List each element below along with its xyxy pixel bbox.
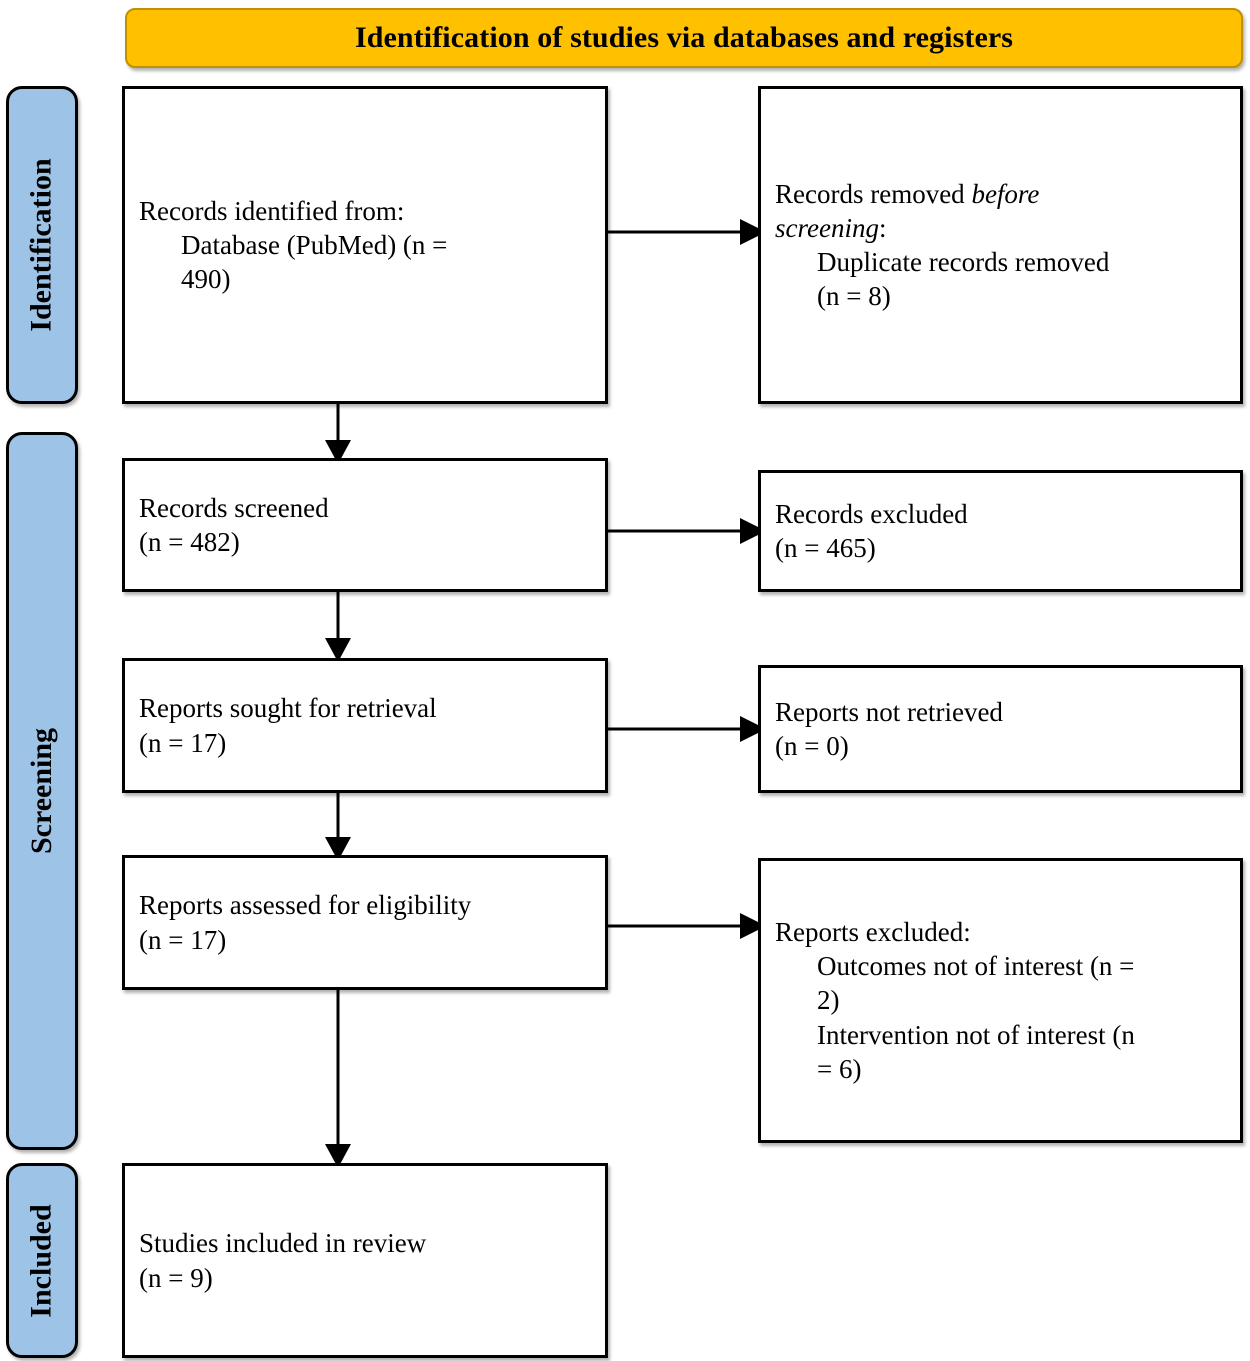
box-reports-excluded: Reports excluded: Outcomes not of intere… [758, 858, 1243, 1143]
records-removed-line2: screening: [775, 211, 1226, 245]
reports-assessed-line1: Reports assessed for eligibility [139, 890, 472, 921]
reports-excluded-line4: Intervention not of interest (n [817, 1019, 1135, 1050]
records-removed-line1: Records removed before [775, 177, 1226, 211]
arrow-screened-to-excluded-records [600, 515, 770, 547]
stage-label-identification: Identification [6, 86, 78, 404]
records-removed-line4: (n = 8) [817, 281, 891, 312]
reports-not-retrieved-line2: (n = 0) [775, 731, 849, 761]
stage-label-included-text: Included [25, 1203, 59, 1318]
arrow-assessed-to-excluded-reports [600, 910, 770, 942]
reports-not-retrieved-line1: Reports not retrieved [775, 696, 1003, 727]
arrow-identified-to-removed [600, 216, 770, 248]
stage-label-included: Included [6, 1163, 78, 1358]
arrow-sought-to-assessed [321, 787, 355, 863]
arrow-identified-to-screened [321, 396, 355, 466]
box-studies-included: Studies included in review (n = 9) [122, 1163, 608, 1358]
box-records-screened: Records screened (n = 482) [122, 458, 608, 592]
records-screened-line2: (n = 482) [139, 527, 240, 557]
reports-sought-line2: (n = 17) [139, 727, 227, 758]
box-records-excluded: Records excluded (n = 465) [758, 470, 1243, 592]
records-removed-line2-italic: screening [775, 212, 879, 243]
records-removed-line1-italic: before [971, 178, 1040, 209]
box-reports-assessed: Reports assessed for eligibility (n = 17… [122, 855, 608, 990]
records-removed-line2-plain: : [878, 212, 887, 243]
arrow-screened-to-sought [321, 586, 355, 664]
records-excluded-line1: Records excluded [775, 498, 968, 529]
box-reports-not-retrieved: Reports not retrieved (n = 0) [758, 665, 1243, 793]
box-records-removed: Records removed before screening: Duplic… [758, 86, 1243, 404]
reports-excluded-line5: = 6) [817, 1053, 862, 1084]
arrow-assessed-to-included [321, 984, 355, 1170]
records-identified-line3: 490) [181, 264, 231, 294]
stage-label-screening: Screening [6, 432, 78, 1150]
reports-sought-line1: Reports sought for retrieval [139, 693, 437, 724]
reports-excluded-line3: 2) [817, 985, 840, 1016]
box-records-identified: Records identified from: Database (PubMe… [122, 86, 608, 404]
banner-title: Identification of studies via databases … [354, 21, 1014, 54]
records-screened-line1: Records screened [139, 492, 329, 523]
stage-label-identification-text: Identification [25, 158, 58, 332]
stage-label-screening-text: Screening [25, 727, 59, 855]
box-reports-sought: Reports sought for retrieval (n = 17) [122, 658, 608, 793]
records-excluded-line2: (n = 465) [775, 533, 876, 563]
records-identified-line1: Records identified from: [139, 195, 405, 226]
arrow-sought-to-not-retrieved [600, 713, 770, 745]
studies-included-line2: (n = 9) [139, 1262, 213, 1293]
banner-identification-header: Identification of studies via databases … [125, 8, 1243, 68]
reports-excluded-line2: Outcomes not of interest (n = [817, 951, 1135, 982]
reports-excluded-line1: Reports excluded: [775, 917, 971, 948]
reports-assessed-line2: (n = 17) [139, 924, 227, 955]
records-removed-line1-plain: Records removed [775, 178, 972, 209]
records-removed-line3: Duplicate records removed [817, 247, 1110, 277]
studies-included-line1: Studies included in review [139, 1228, 427, 1259]
records-identified-line2: Database (PubMed) (n = [181, 229, 448, 260]
